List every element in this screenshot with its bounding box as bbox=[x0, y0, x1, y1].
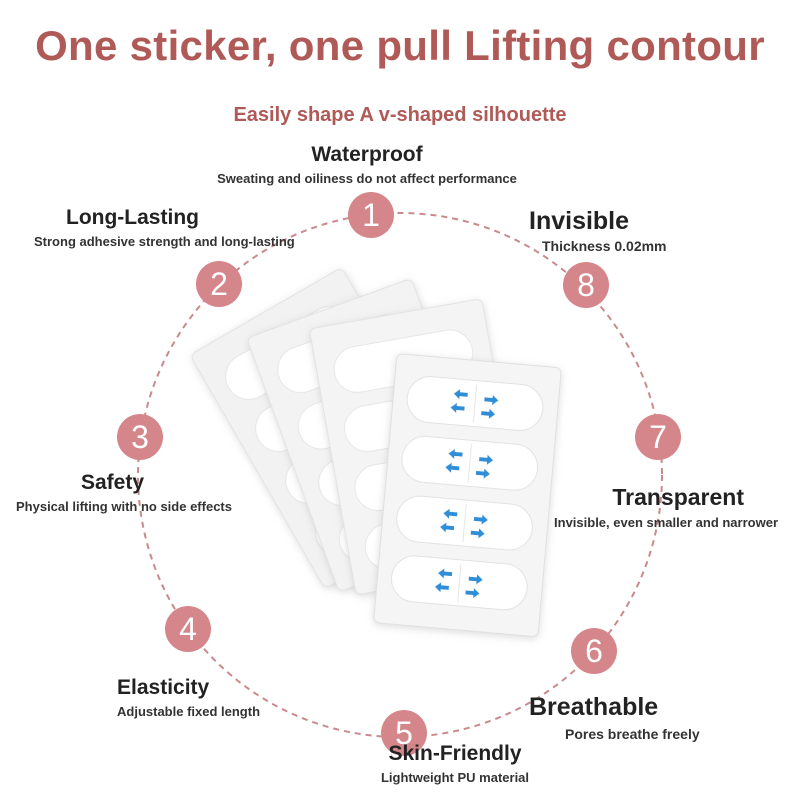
feature-title: Safety bbox=[81, 471, 145, 494]
feature-title: Waterproof bbox=[311, 143, 423, 166]
sticker-strip bbox=[396, 495, 533, 551]
arrow-left-icon bbox=[434, 582, 450, 593]
sticker-sheet-front bbox=[373, 353, 562, 637]
arrow-right-icon bbox=[481, 408, 496, 419]
arrow-left-icon bbox=[448, 448, 463, 459]
arrow-left-icon bbox=[453, 389, 468, 400]
subheadline: Easily shape A v-shaped silhouette bbox=[233, 104, 567, 126]
sticker-strip bbox=[401, 435, 539, 491]
feature-waterproof: Waterproof Sweating and oiliness do not … bbox=[217, 143, 517, 186]
arrow-right-icon bbox=[475, 468, 490, 479]
feature-description: Invisible, even smaller and narrower bbox=[554, 515, 778, 530]
arrow-right-icon bbox=[468, 574, 483, 585]
number-badge-2: 2 bbox=[196, 261, 242, 307]
feature-description: Sweating and oiliness do not affect perf… bbox=[217, 171, 517, 186]
arrow-left-icon bbox=[443, 508, 458, 519]
arrow-right-icon bbox=[465, 588, 480, 599]
arrow-left-icon bbox=[438, 568, 453, 579]
feature-skin-friendly: Skin-Friendly Lightweight PU material bbox=[370, 742, 540, 785]
feature-invisible: Invisible Thickness 0.02mm bbox=[529, 207, 667, 254]
feature-elasticity: Elasticity Adjustable fixed length bbox=[117, 676, 260, 719]
sticker-strip bbox=[406, 376, 544, 431]
arrow-right-icon bbox=[484, 395, 499, 406]
feature-title: Breathable bbox=[529, 693, 659, 721]
feature-description: Physical lifting with no side effects bbox=[16, 499, 232, 514]
number-badge-1: 1 bbox=[348, 192, 394, 238]
feature-description: Adjustable fixed length bbox=[117, 704, 261, 719]
feature-safety: Safety Physical lifting with no side eff… bbox=[16, 471, 232, 514]
arrow-right-icon bbox=[473, 514, 488, 525]
sticker-strip bbox=[390, 555, 528, 611]
feature-transparent: Transparent Invisible, even smaller and … bbox=[540, 484, 778, 530]
number-badge-8: 8 bbox=[563, 262, 609, 308]
number-badge-6: 6 bbox=[571, 628, 617, 674]
feature-description: Strong adhesive strength and long-lastin… bbox=[34, 234, 295, 249]
arrow-left-icon bbox=[445, 462, 460, 473]
number-badge-7: 7 bbox=[635, 414, 681, 460]
arrow-right-icon bbox=[470, 528, 485, 539]
feature-title: Long-Lasting bbox=[66, 206, 199, 229]
feature-title: Elasticity bbox=[117, 676, 210, 699]
headline: One sticker, one pull Lifting contour bbox=[35, 22, 765, 69]
arrow-left-icon bbox=[440, 522, 455, 533]
number-badge-5: 5 bbox=[381, 710, 427, 756]
feature-title: Skin-Friendly bbox=[388, 742, 522, 765]
arrow-right-icon bbox=[479, 454, 494, 465]
feature-long-lasting: Long-Lasting Strong adhesive strength an… bbox=[34, 206, 295, 249]
feature-title: Invisible bbox=[529, 207, 630, 235]
number-badge-3: 3 bbox=[117, 414, 163, 460]
stretch-arrows bbox=[434, 389, 499, 599]
number-badge-4: 4 bbox=[165, 606, 211, 652]
feature-description: Thickness 0.02mm bbox=[542, 238, 667, 254]
feature-description: Pores breathe freely bbox=[565, 726, 700, 742]
arrow-left-icon bbox=[450, 402, 465, 413]
feature-title: Transparent bbox=[612, 484, 744, 510]
feature-description: Lightweight PU material bbox=[380, 770, 530, 785]
feature-breathable: Breathable Pores breathe freely bbox=[529, 693, 700, 742]
